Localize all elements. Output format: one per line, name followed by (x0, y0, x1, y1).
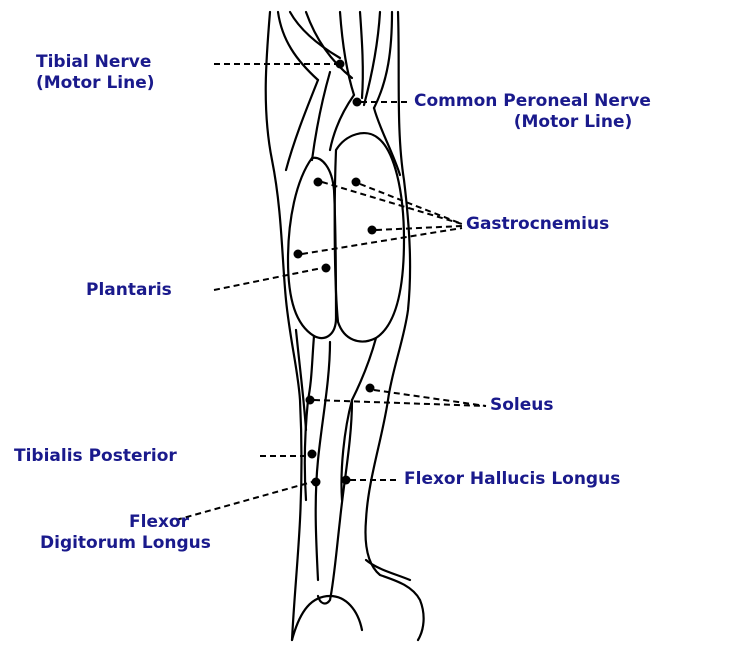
gastrocnemius-leader-2 (360, 184, 462, 224)
plantaris-point (322, 264, 331, 273)
soleus-leader-2 (314, 400, 486, 406)
soleus-point-2 (306, 396, 315, 405)
common-peroneal-point (353, 98, 362, 107)
common-peroneal-label-line1: Common Peroneal Nerve (414, 91, 732, 112)
common-peroneal-label: Common Peroneal Nerve (Motor Line) (414, 91, 732, 133)
tibial-nerve-point (336, 60, 345, 69)
gastrocnemius-label: Gastrocnemius (466, 214, 609, 235)
tibial-nerve-label-line2: (Motor Line) (36, 73, 155, 94)
soleus-point-1 (366, 384, 375, 393)
gastrocnemius-leader-3 (376, 226, 462, 230)
gastrocnemius-point-4 (294, 250, 303, 259)
gastrocnemius-leader-1 (322, 182, 462, 224)
flexor-digitorum-point (312, 478, 321, 487)
gastrocnemius-point-1 (314, 178, 323, 187)
flexor-hallucis-point (342, 476, 351, 485)
flexor-digitorum-label-line1: Flexor (40, 512, 278, 533)
tibial-nerve-label: Tibial Nerve (Motor Line) (36, 52, 155, 94)
tibialis-posterior-label: Tibialis Posterior (14, 446, 177, 467)
plantaris-leader (214, 268, 322, 290)
tibialis-posterior-point (308, 450, 317, 459)
gastrocnemius-medial-head (288, 158, 336, 338)
flexor-hallucis-label: Flexor Hallucis Longus (404, 469, 620, 490)
soleus-leader-1 (374, 390, 486, 406)
gastrocnemius-lateral-head (335, 133, 404, 341)
common-peroneal-label-line2: (Motor Line) (414, 112, 732, 133)
flexor-digitorum-label-line2: Digitorum Longus (40, 533, 278, 554)
tibial-nerve-label-line1: Tibial Nerve (36, 52, 155, 73)
gastrocnemius-point-2 (352, 178, 361, 187)
soleus-label: Soleus (490, 395, 554, 416)
flexor-digitorum-label: Flexor Digitorum Longus (40, 512, 278, 554)
plantaris-label: Plantaris (86, 280, 172, 301)
gastrocnemius-point-3 (368, 226, 377, 235)
gastrocnemius-leader-4 (302, 228, 462, 254)
